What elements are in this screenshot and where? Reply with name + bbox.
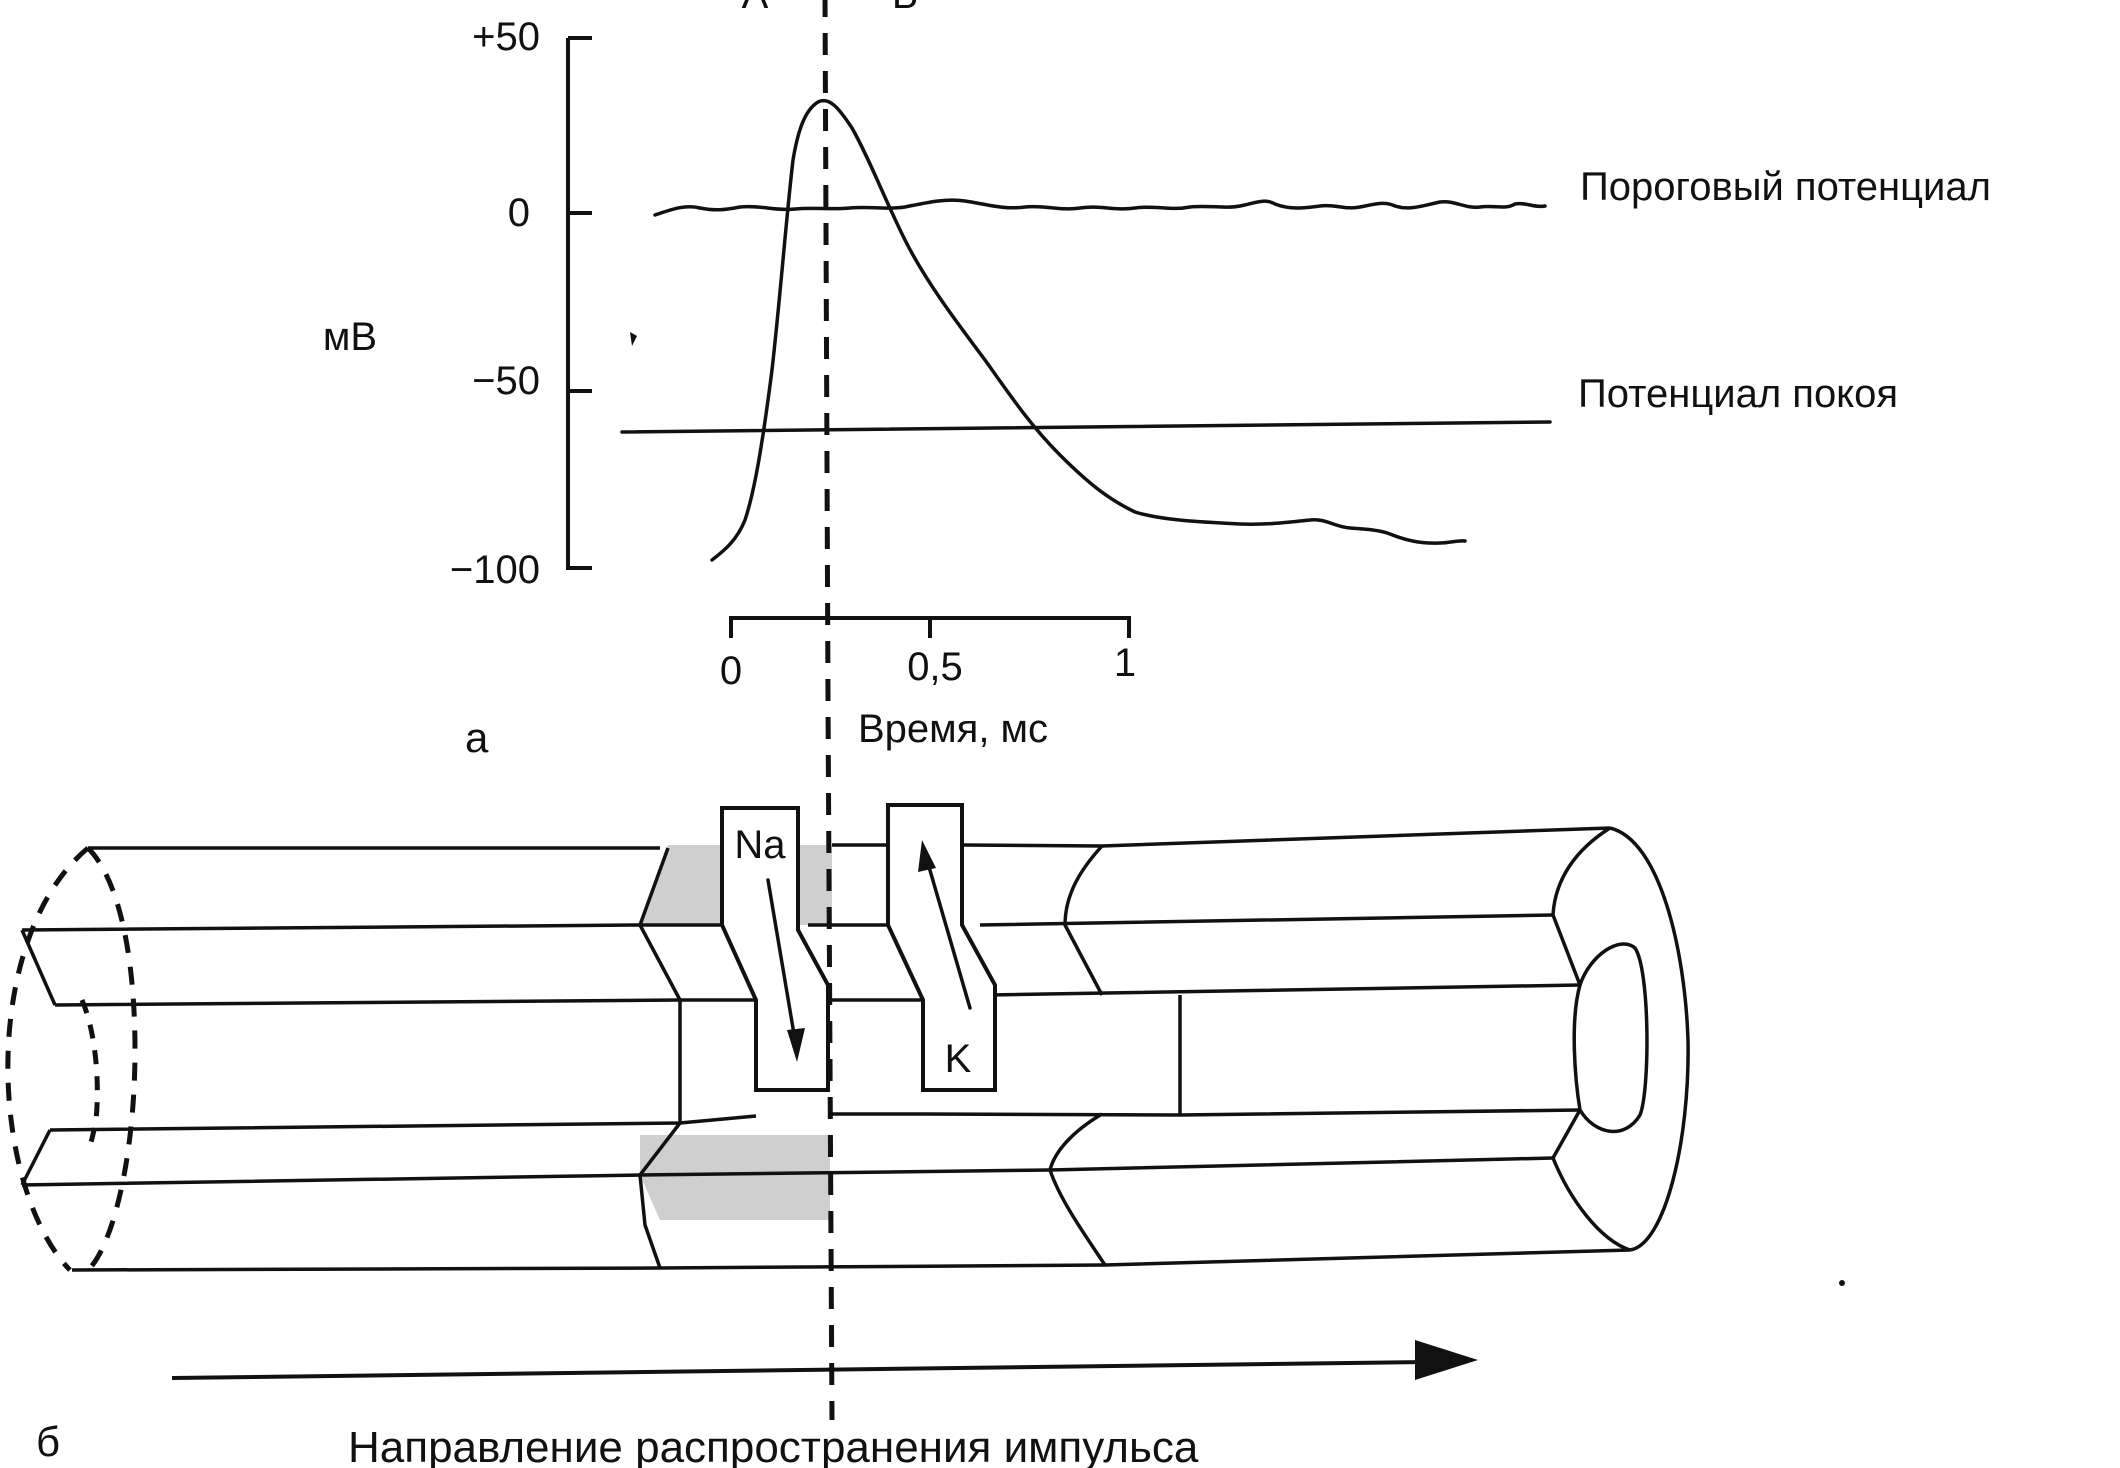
arrowhead [787, 1028, 805, 1062]
x-tick-label: 0,5 [907, 645, 963, 689]
y-axis: +50 0 −50 −100 мВ [323, 15, 592, 592]
resting-potential-line [620, 420, 1552, 434]
direction-caption: Направление распространения импульса [348, 1423, 1199, 1468]
speck [1839, 1280, 1845, 1286]
panel-a-graph: А Б +50 0 −50 −100 мВ 0 0,5 1 Время, мс [323, 0, 1991, 761]
depolarized-zone-bottom [640, 1135, 830, 1220]
y-tick-label: +50 [472, 15, 540, 59]
axon-cut-face-middle [1551, 826, 1631, 1252]
potassium-channel: K [886, 803, 997, 1092]
x-axis-title: Время, мс [858, 707, 1048, 751]
y-tick-label: −50 [472, 359, 540, 403]
membrane-inner-bottom [49, 1108, 1581, 1132]
y-tick-label: −100 [450, 548, 540, 592]
membrane-outer-top-right [961, 826, 1611, 848]
threshold-potential-label: Пороговый потенциал [1580, 165, 1991, 209]
axon-open-end-outer-right [86, 846, 138, 1270]
axon-cut-face-inner [1578, 942, 1649, 1133]
resting-potential-label: Потенциал покоя [1578, 372, 1898, 416]
axon-open-end-outer [5, 846, 90, 1272]
y-tick-label: 0 [508, 191, 530, 235]
potassium-efflux-arrow [925, 858, 972, 1010]
direction-arrow-line [171, 1360, 1431, 1380]
panel-b-axon: Na K Направление распространения импульс… [5, 803, 1845, 1468]
direction-arrowhead [1415, 1340, 1478, 1380]
zone-boundary-left [638, 847, 682, 1269]
axon-open-end-inner [79, 999, 100, 1153]
membrane-outer-bottom [71, 1248, 1631, 1272]
potassium-channel-label: K [945, 1037, 972, 1081]
axon-left-bevel-bottom [20, 1129, 52, 1186]
x-tick-label: 0 [720, 649, 742, 693]
action-potential-curve [710, 98, 1467, 562]
x-axis: 0 0,5 1 Время, мс [720, 616, 1136, 751]
panel-a-label: а [465, 714, 489, 761]
panel-b-label: б [36, 1418, 60, 1465]
time-marker-dashed-line [822, 0, 835, 1421]
sodium-channel-label: Na [734, 823, 786, 867]
membrane-inner-bottom-2 [21, 1156, 1554, 1187]
axon-cut-face-outer [1609, 826, 1690, 1252]
sodium-influx-arrow [766, 878, 797, 1042]
threshold-potential-line [653, 198, 1547, 217]
x-tick-label: 1 [1114, 641, 1136, 685]
membrane-outer-top [88, 843, 890, 850]
arrowhead [918, 840, 936, 872]
y-axis-unit: мВ [323, 315, 377, 359]
zone-boundary-right [1048, 844, 1107, 1266]
axon-left-bevel-top [20, 929, 57, 1006]
speck [630, 332, 637, 346]
label-point-a: А [742, 0, 769, 17]
label-point-b: Б [892, 0, 918, 17]
sodium-channel: Na [720, 806, 830, 1092]
